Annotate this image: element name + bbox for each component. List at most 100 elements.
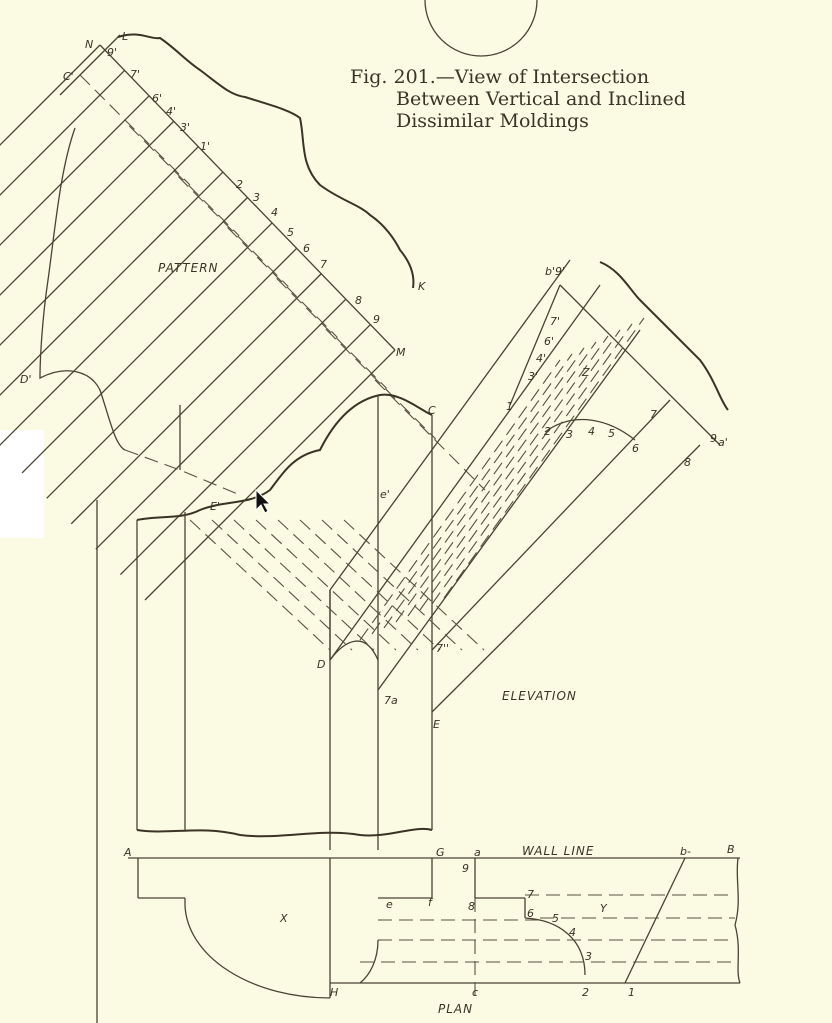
label: A [123,846,132,859]
plan-title: PLAN [438,1002,473,1016]
label: N [85,38,93,51]
label: 6 [303,242,310,255]
label: 9 [462,862,469,875]
label: 7 [650,408,657,421]
label: D' [20,373,32,386]
pattern-drawing [0,33,486,601]
label: 8 [468,900,475,913]
label: 7 [527,888,534,901]
mouse-cursor-icon [255,488,272,514]
projection-dash [395,341,597,623]
label: C [428,404,436,417]
label: 9 [373,313,380,326]
blank-region [0,430,44,538]
caption-line-1: Fig. 201.—View of Intersection [350,66,650,88]
label: G [436,846,445,859]
label: e [386,898,393,911]
label: Y [600,902,608,915]
projection-dash [277,519,419,651]
pattern-line [46,247,298,499]
label: 3' [528,370,538,383]
projection-dash [189,519,331,651]
pattern-line [0,146,199,346]
label: 9 [710,432,717,445]
label: 6' [544,335,554,348]
label: M [396,346,406,359]
elevation-drawing [136,259,729,850]
projection-dash [343,519,485,651]
pattern-line [70,273,322,525]
label: K [418,280,426,293]
label: b'9' [545,265,565,278]
label: 7a [384,694,398,707]
label: 3 [585,950,592,963]
label: f [428,896,434,909]
label: a' [718,436,728,449]
label: 2 [236,178,243,191]
pattern-line [21,222,273,474]
pattern-line [0,197,248,446]
projection-dash [371,353,573,635]
label: 9' [107,46,117,59]
label: a [474,846,481,859]
label: L [122,30,128,43]
plan-labels: PLAN WALL LINE A G a b- B 9 X e f 8 7 6 … [123,843,735,1016]
projection-dash [443,317,645,599]
construction-dash [177,176,289,288]
label: 2 [544,425,551,438]
label: 1 [628,986,635,999]
label: B [727,843,735,856]
projection-dash [431,323,633,605]
label: 3 [566,428,573,441]
label: D [317,658,325,671]
circle-section [424,0,538,57]
plan-drawing [128,857,741,999]
projection-dash [383,347,585,629]
projection-dash [211,519,353,651]
label: 3' [180,121,190,134]
pattern-line [144,349,396,601]
label: e' [380,488,390,501]
label: 1' [200,140,210,153]
figure-caption: Fig. 201.—View of Intersection Between V… [350,66,740,132]
label: c [472,986,478,999]
label: 7' [130,68,140,81]
elevation-labels: ELEVATION b'9' 7' 6' 4' 3' 1 Z 2 3 4 5 6… [317,265,728,731]
construction-dash [325,328,437,440]
label: 4 [271,206,278,219]
label: 1 [506,400,513,413]
label: b- [680,845,691,858]
label: 4 [569,926,576,939]
projection-dash [419,329,621,611]
pattern-line [95,298,347,550]
pattern-labels: PATTERN N L 9' C' 7' 6' 4' 3' 1' 2 3 4 5… [20,30,426,513]
label: Z [581,366,590,379]
elevation-title: ELEVATION [502,689,577,703]
pattern-line [0,95,150,246]
construction-dash [128,125,240,237]
projection-dash [255,519,397,651]
label: 3 [253,191,260,204]
label: 8 [355,294,362,307]
projection-dash [407,335,609,617]
caption-line-3: Dissimilar Moldings [396,110,589,132]
construction-dash [227,227,338,338]
label: C' [63,70,74,83]
projection-dash [321,519,463,651]
label: 6 [527,907,534,920]
label: 6 [632,442,639,455]
label: E [433,718,440,731]
projection-dash [233,519,375,651]
label: 5 [552,912,559,925]
label: 5 [608,427,615,440]
projection-dash [359,359,561,641]
pattern-line [0,171,224,396]
label: H [330,986,338,999]
pattern-line [0,120,175,296]
pattern-line [0,69,126,196]
label: 2 [582,986,589,999]
label: 7' [550,315,560,328]
label: 5 [287,226,294,239]
